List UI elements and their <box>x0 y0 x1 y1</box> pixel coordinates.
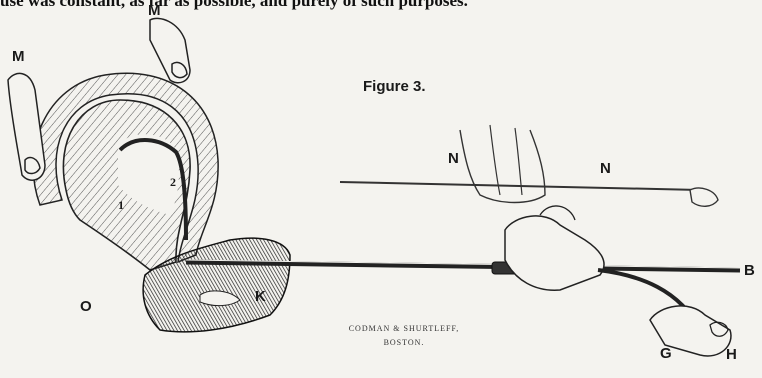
label-1: 1 <box>118 198 124 213</box>
maker-line-1: CODMAN & SHURTLEFF, <box>334 322 474 336</box>
label-g: G <box>660 345 672 362</box>
maker-line-2: BOSTON. <box>334 336 474 350</box>
hand-b <box>505 216 604 290</box>
hand-n <box>460 130 545 203</box>
figure-caption: Figure 3. <box>363 78 426 95</box>
label-n-right: N <box>600 160 611 177</box>
label-m-left: M <box>12 48 25 65</box>
label-o: O <box>80 298 92 315</box>
finger-top <box>150 18 190 82</box>
maker-imprint: CODMAN & SHURTLEFF, BOSTON. <box>334 322 474 350</box>
label-n-left: N <box>448 150 459 167</box>
label-b: B <box>744 262 755 279</box>
label-k: K <box>255 288 266 305</box>
label-h: H <box>726 346 737 363</box>
label-m-top: M <box>148 2 161 19</box>
label-2: 2 <box>170 175 176 190</box>
thin-tube <box>340 182 700 190</box>
